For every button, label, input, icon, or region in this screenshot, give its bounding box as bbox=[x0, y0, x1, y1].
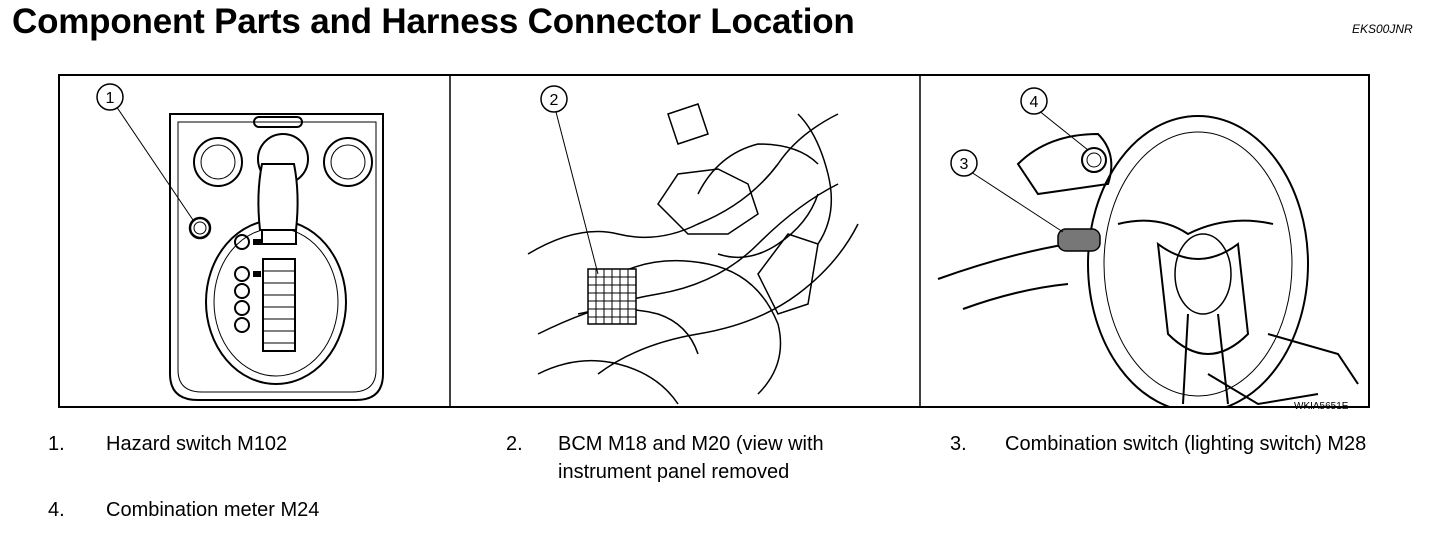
legend-text: Combination meter M24 bbox=[106, 499, 320, 521]
legend-number: 3. bbox=[950, 433, 967, 455]
legend-number: 1. bbox=[48, 433, 65, 455]
callout-3 bbox=[950, 149, 978, 177]
legend-text: Combination switch (lighting switch) M28 bbox=[1005, 433, 1367, 455]
panel-hazard-switch bbox=[111, 99, 384, 401]
document-code: EKS00JNR bbox=[1352, 22, 1413, 36]
legend-text: Hazard switch M102 bbox=[106, 433, 288, 455]
panel-steering bbox=[937, 109, 1359, 408]
callout-2 bbox=[540, 85, 568, 113]
callout-1 bbox=[96, 83, 124, 111]
figure-code: WKIA5651E bbox=[1294, 401, 1349, 412]
legend-number: 4. bbox=[48, 499, 65, 521]
panel-bcm bbox=[527, 103, 859, 405]
component-location-figure: 1 2 3 4 bbox=[58, 74, 1370, 408]
callout-label-1: 1 bbox=[106, 90, 115, 107]
figure-frame bbox=[58, 74, 1370, 408]
callout-label-4: 4 bbox=[1030, 94, 1039, 111]
legend-text: BCM M18 and M20 (view with instrument pa… bbox=[558, 433, 824, 483]
figure-illustration: 1 2 3 4 bbox=[58, 74, 1370, 408]
callout-label-2: 2 bbox=[550, 92, 559, 109]
page-title: Component Parts and Harness Connector Lo… bbox=[12, 2, 855, 41]
legend-number: 2. bbox=[506, 433, 523, 455]
callout-label-3: 3 bbox=[960, 156, 969, 173]
callout-4 bbox=[1020, 87, 1048, 115]
